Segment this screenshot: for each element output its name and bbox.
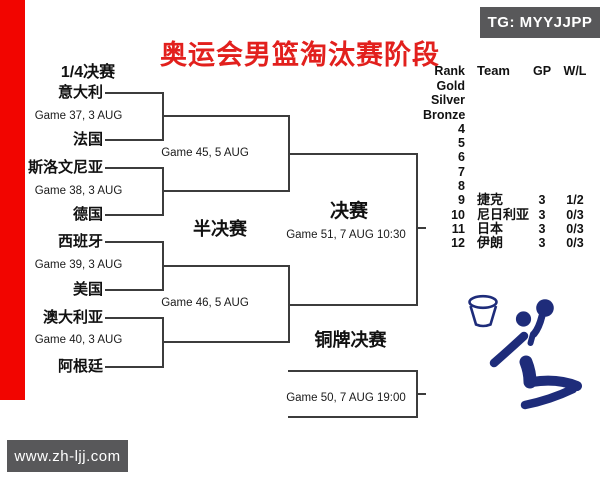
rank-cell: 9 <box>458 193 465 208</box>
game-39-label: Game 39, 3 AUG <box>34 259 123 271</box>
website-badge: www.zh-ljj.com <box>7 440 128 472</box>
team-usa: 美国 <box>72 281 103 298</box>
wl-cell: 0/3 <box>566 236 584 251</box>
final-label: 决赛 <box>329 201 368 222</box>
team-france: 法国 <box>72 131 103 148</box>
standings-row: 12 伊朗 3 0/3 <box>423 235 599 251</box>
header-team: Team <box>477 63 510 78</box>
bracket-line <box>105 92 164 94</box>
bracket-line <box>288 416 418 418</box>
bracket-line <box>105 241 164 243</box>
rank-cell: 6 <box>458 150 465 165</box>
team-cell: 伊朗 <box>477 235 504 251</box>
gp-cell: 3 <box>538 221 546 236</box>
rank-cell: Bronze <box>423 107 466 122</box>
player-head <box>515 311 532 327</box>
quarterfinal-round-label: 1/4决赛 <box>60 64 116 81</box>
team-slovenia: 斯洛文尼亚 <box>27 159 103 176</box>
bracket-line <box>162 265 290 267</box>
header-gp: GP <box>532 64 552 78</box>
team-cell: 捷克 <box>477 192 504 208</box>
bracket-line <box>105 167 164 169</box>
basketball-hoop-icon <box>468 294 498 328</box>
page-title: 奥运会男篮淘汰赛阶段 <box>160 40 440 70</box>
bracket-line <box>105 139 164 141</box>
standings-row: 8 <box>423 179 599 193</box>
game-45-label: Game 45, 5 AUG <box>161 147 249 159</box>
bracket-line <box>416 153 418 306</box>
standings-row: 11 日本 3 0/3 <box>423 220 599 236</box>
rank-cell: 11 <box>451 221 465 236</box>
wl-cell: 1/2 <box>566 193 584 208</box>
bracket-line <box>288 153 418 155</box>
team-cell: 尼日利亚 <box>477 206 530 222</box>
wl-cell: 0/3 <box>566 207 584 222</box>
bracket-line <box>105 317 164 319</box>
rank-cell: 7 <box>458 164 465 179</box>
bracket-line <box>162 341 290 343</box>
bracket-line <box>416 227 426 229</box>
rank-cell: Silver <box>430 93 465 108</box>
team-argentina: 阿根廷 <box>57 358 103 375</box>
standings-row: 7 <box>423 165 599 179</box>
standings-row: 6 <box>423 150 599 164</box>
wl-cell: 0/3 <box>566 221 584 236</box>
standings-row: 5 <box>423 136 599 150</box>
header-rank: Rank <box>434 64 465 78</box>
bracket-line <box>105 366 164 368</box>
gp-cell: 3 <box>538 207 546 222</box>
basketball-icon <box>536 299 554 317</box>
rank-cell: 10 <box>451 207 465 222</box>
standings-row: Gold <box>423 79 599 93</box>
standings-row: 10 尼日利亚 3 0/3 <box>423 206 599 222</box>
bracket-line <box>416 393 426 395</box>
team-germany: 德国 <box>72 206 103 223</box>
standings-row: Silver <box>423 93 599 107</box>
rank-cell: 8 <box>458 179 465 194</box>
standings-header: Rank Team GP W/L <box>423 63 599 79</box>
rank-cell: 5 <box>458 136 465 151</box>
rank-cell: 4 <box>458 121 465 136</box>
gp-cell: 3 <box>538 193 546 208</box>
standings-row: Bronze <box>423 108 599 122</box>
standings-row: 9 捷克 3 1/2 <box>423 192 599 208</box>
bronze-final-label: 铜牌决赛 <box>314 330 387 350</box>
bracket-line <box>105 214 164 216</box>
tg-badge: TG: MYYJJPP <box>480 7 600 38</box>
game-46-label: Game 46, 5 AUG <box>161 297 249 309</box>
gp-cell: 3 <box>538 236 546 251</box>
game-38-label: Game 38, 3 AUG <box>34 185 123 197</box>
standings-table: Rank Team GP W/L Gold Silver Bronze 4 <box>423 63 599 251</box>
standings-row: 4 <box>423 122 599 136</box>
bracket-line <box>162 190 290 192</box>
team-australia: 澳大利亚 <box>42 309 103 326</box>
team-spain: 西班牙 <box>57 233 103 250</box>
semifinal-label: 半决赛 <box>193 219 247 239</box>
game-37-label: Game 37, 3 AUG <box>34 110 123 122</box>
bracket-line <box>105 289 164 291</box>
basketball-player-dunk-icon <box>468 294 582 410</box>
rank-cell: Gold <box>436 79 465 93</box>
team-italy: 意大利 <box>57 84 103 101</box>
bracket-line <box>288 304 418 306</box>
game-50-label: Game 50, 7 AUG 19:00 <box>286 392 406 404</box>
game-40-label: Game 40, 3 AUG <box>34 334 123 346</box>
bracket-line <box>288 370 418 372</box>
team-cell: 日本 <box>477 220 504 236</box>
red-accent-bar <box>0 0 25 400</box>
header-wl: W/L <box>563 64 587 78</box>
bracket-line <box>162 115 290 117</box>
rank-cell: 12 <box>451 236 465 251</box>
game-51-label: Game 51, 7 AUG 10:30 <box>286 229 406 241</box>
